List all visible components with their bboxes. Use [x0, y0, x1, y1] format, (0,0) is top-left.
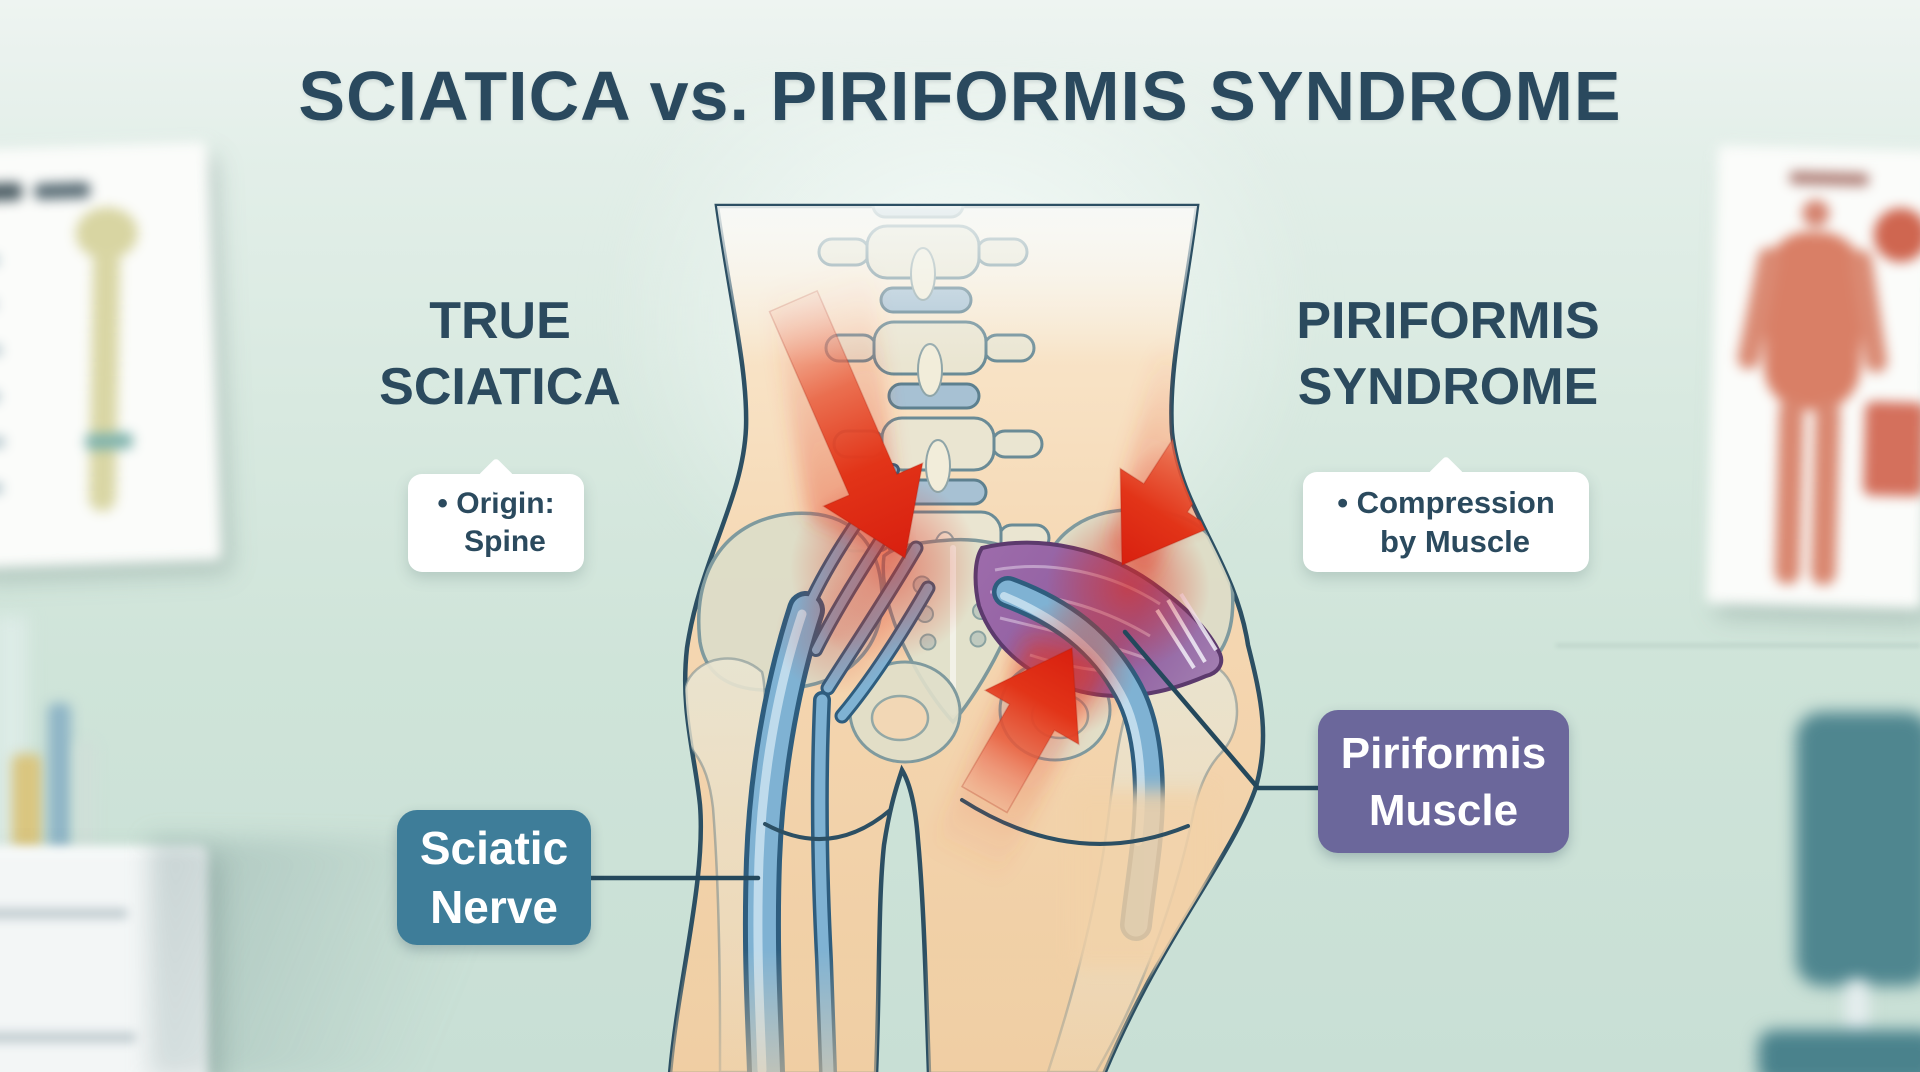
heading-line: SCIATICA: [379, 358, 621, 416]
callout-text: by Muscle: [1380, 524, 1530, 559]
cabinet-drawer-handle: [0, 1032, 136, 1043]
connector-line-piriformis-muscle: [1122, 629, 1321, 791]
bottle-pale: [76, 740, 96, 852]
bottle-blue: [48, 703, 71, 853]
label-sciatic-nerve: Sciatic Nerve: [397, 810, 591, 945]
bottle-yellow: [12, 754, 42, 852]
torso-top-fade: [670, 206, 1264, 365]
leg-bottom-fade: [670, 940, 1264, 1072]
chair-seat: [1758, 1030, 1920, 1072]
label-text: Nerve: [430, 880, 558, 933]
label-text: Muscle: [1368, 785, 1519, 835]
heading-line: PIRIFORMIS: [1296, 292, 1600, 350]
label-piriformis-muscle: Piriformis Muscle: [1318, 710, 1569, 853]
label-text: Piriformis: [1340, 728, 1547, 778]
cabinet-drawer-handle: [0, 908, 128, 919]
callout-text: Spine: [464, 525, 546, 558]
heading-line: TRUE: [429, 292, 571, 350]
chair-leg: [1846, 980, 1868, 1036]
callout-origin-spine: • Origin: Spine: [408, 457, 584, 572]
wall-seam: [1556, 644, 1920, 647]
heading-piriformis-syndrome: PIRIFORMIS SYNDROME: [1268, 288, 1628, 420]
label-text: Sciatic: [419, 821, 569, 874]
compression-arrow-muscle-bottom-icon: [960, 646, 1080, 814]
heading-line: SYNDROME: [1297, 358, 1599, 416]
vertebra: [905, 206, 931, 207]
heading-true-sciatica: TRUE SCIATICA: [320, 288, 680, 420]
cabinet: [0, 846, 208, 1072]
page-title: SCIATICA vs. PIRIFORMIS SYNDROME: [298, 57, 1622, 135]
chair-backrest: [1796, 712, 1920, 986]
callout-compression-by-muscle: • Compression by Muscle: [1303, 455, 1589, 572]
